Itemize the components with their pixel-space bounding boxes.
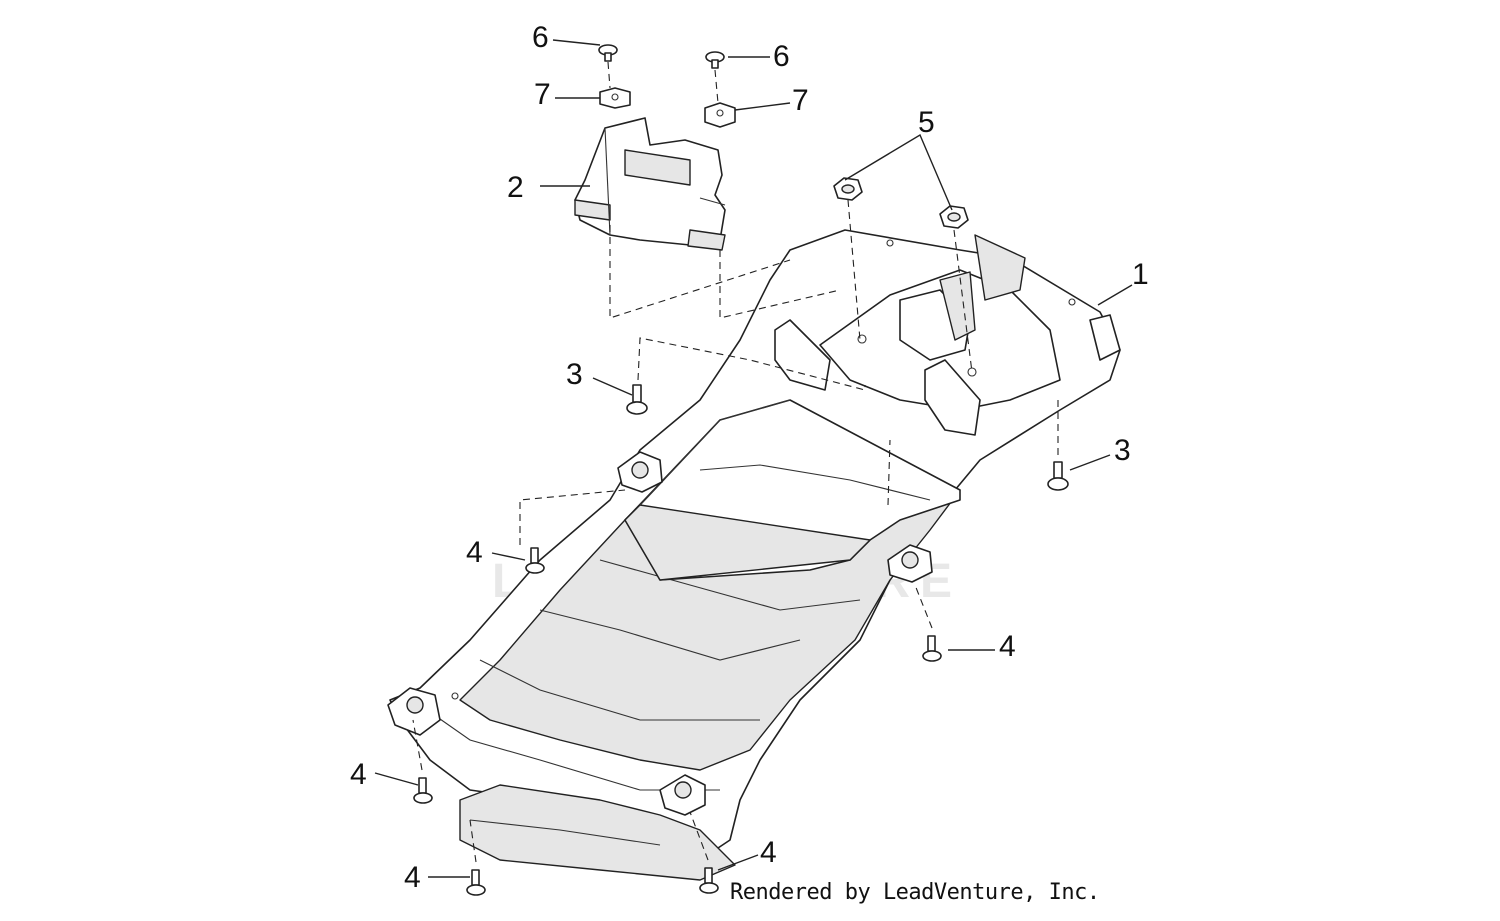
part-3-bolt-right [1047, 461, 1069, 491]
callout-5: 5 [918, 106, 935, 139]
part-1-undertray [387, 229, 1121, 881]
leader-lines [374, 39, 1133, 878]
part-5-nut-a [833, 177, 863, 201]
render-credit: Rendered by LeadVenture, Inc. [730, 880, 1100, 905]
grommet-mid-right [887, 544, 933, 583]
callout-4-a: 4 [466, 536, 483, 569]
callout-3-left: 3 [566, 358, 583, 391]
part-6-screw-b [705, 51, 725, 69]
callout-4-e: 4 [760, 836, 777, 869]
part-5-nut-b [939, 205, 969, 229]
part-4-pin-d [466, 869, 486, 896]
part-4-pin-e [699, 867, 719, 894]
grommet-rear-right [659, 774, 706, 816]
part-3-bolt-left [626, 384, 648, 415]
part-6-screw-a [598, 44, 618, 62]
part-2-bracket [574, 117, 726, 251]
callout-4-c: 4 [350, 758, 367, 791]
callout-6-b: 6 [773, 40, 790, 73]
grommet-mid-left [617, 451, 663, 493]
part-4-pin-a [525, 547, 545, 574]
part-4-pin-c [413, 777, 433, 804]
part-4-pin-b [922, 635, 942, 662]
part-7-clip-a [599, 87, 631, 109]
callout-7-a: 7 [534, 78, 551, 111]
callout-4-d: 4 [404, 861, 421, 894]
callout-7-b: 7 [792, 84, 809, 117]
part-7-clip-b [704, 102, 736, 128]
callout-3-right: 3 [1114, 434, 1131, 467]
callout-4-b: 4 [999, 630, 1016, 663]
assembly-lines [412, 61, 1059, 863]
callout-1: 1 [1132, 258, 1149, 291]
grommet-rear-left [387, 687, 441, 736]
callout-6-a: 6 [532, 21, 549, 54]
callout-2: 2 [507, 171, 524, 204]
